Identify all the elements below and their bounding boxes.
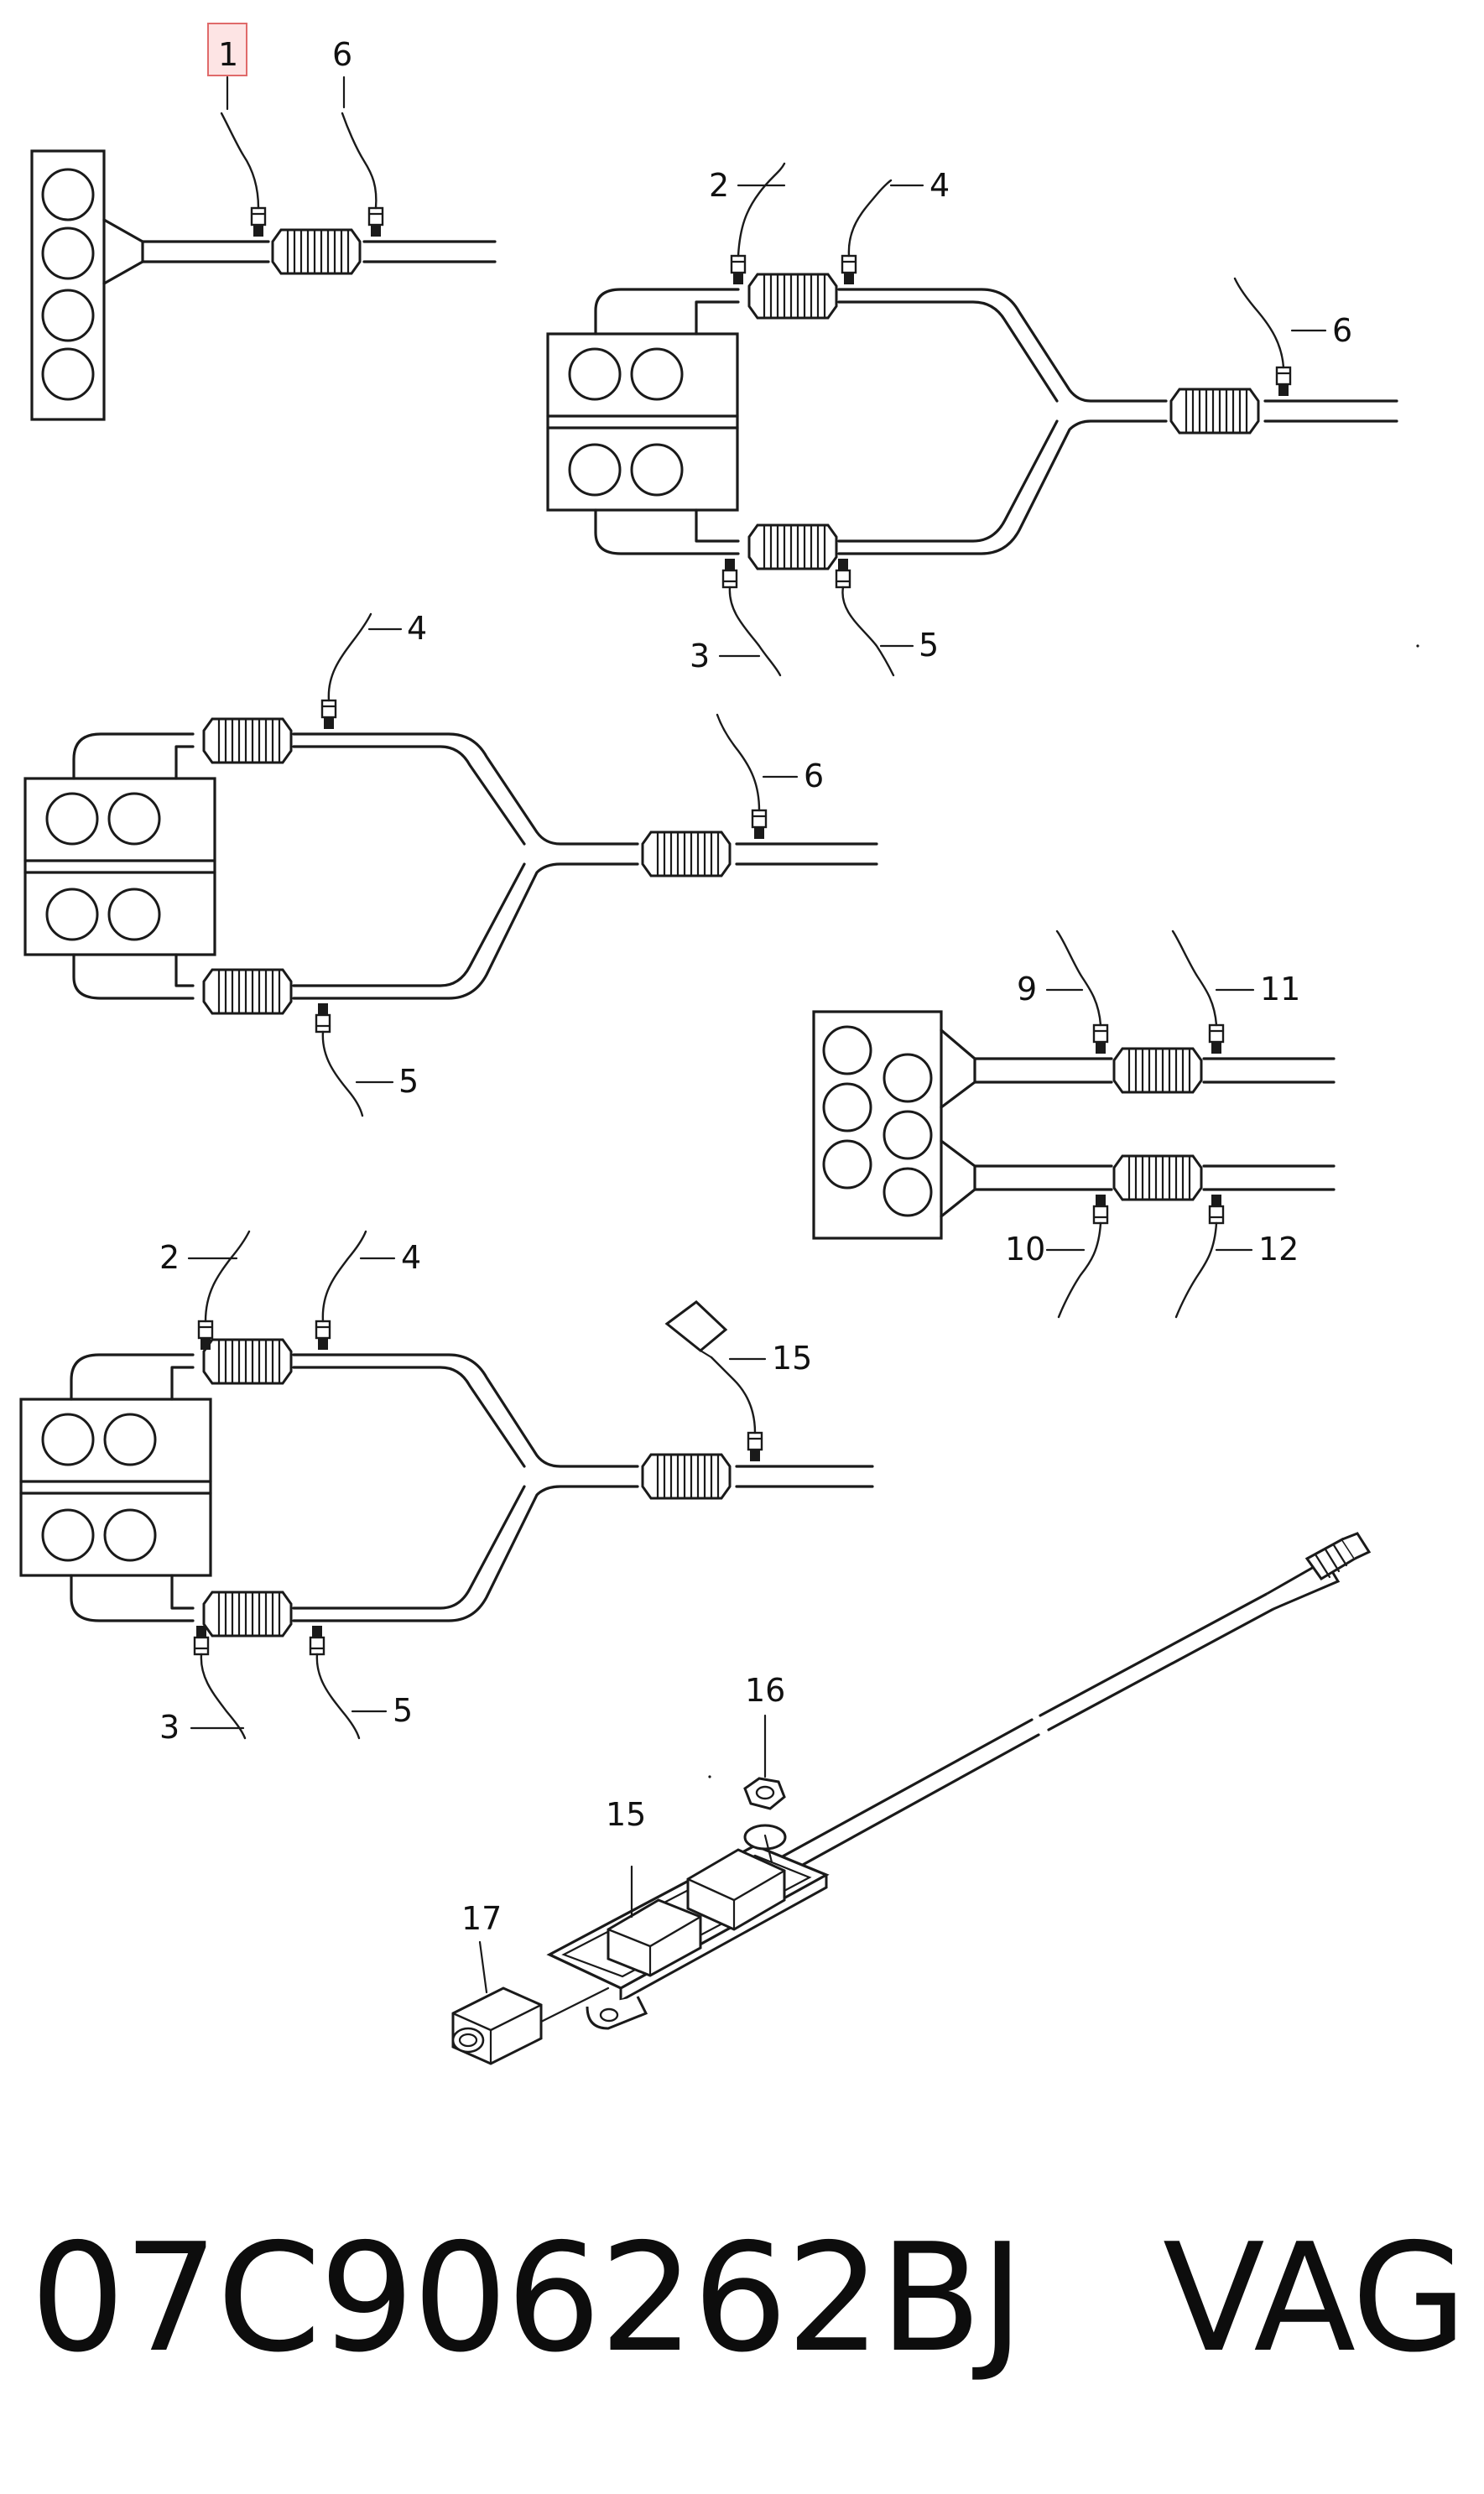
layout-twin-bank-6 [812, 929, 1336, 1319]
callout-highlight-box [207, 23, 247, 76]
callout-6-top-right: 6 [1332, 312, 1352, 349]
callout-3-bottom: 3 [159, 1709, 180, 1746]
callout-2-top: 2 [709, 167, 729, 204]
callout-11: 11 [1260, 971, 1300, 1007]
callout-5-top: 5 [919, 627, 939, 664]
callout-17: 17 [461, 1900, 502, 1937]
part-caption: 07C906262BJ VAG [30, 2206, 1467, 2391]
layout-inline-4 [30, 112, 497, 421]
callout-2-bottom: 2 [159, 1239, 180, 1276]
callout-16: 16 [745, 1672, 785, 1709]
callout-6-middle: 6 [804, 758, 824, 794]
layout-v-dual-middle [23, 612, 878, 1117]
callout-5-bottom: 5 [393, 1692, 413, 1729]
callout-6-top-left: 6 [332, 36, 352, 73]
nox-sensor-assembly [451, 1532, 1372, 2065]
callout-4-top: 4 [929, 167, 950, 204]
callout-15-sensor: 15 [772, 1340, 812, 1377]
callout-1: 1 [218, 36, 238, 73]
callout-12: 12 [1258, 1231, 1299, 1268]
brand-name: VAG [1163, 2211, 1467, 2385]
callout-3-top: 3 [690, 638, 710, 674]
callout-9: 9 [1017, 971, 1037, 1007]
callout-4-middle: 4 [407, 610, 427, 647]
part-number: 07C906262BJ [30, 2211, 1024, 2385]
callout-5-middle: 5 [398, 1063, 419, 1100]
callout-15-module: 15 [606, 1796, 646, 1833]
callout-10: 10 [1005, 1231, 1045, 1268]
callout-labels: 1 6 2 4 6 3 5 4 6 5 9 11 10 12 2 4 15 3 [159, 23, 1352, 1937]
callout-4-bottom: 4 [401, 1239, 421, 1276]
layout-v-dual-bottom [19, 1230, 874, 1740]
layout-v-dual-top [546, 162, 1398, 677]
